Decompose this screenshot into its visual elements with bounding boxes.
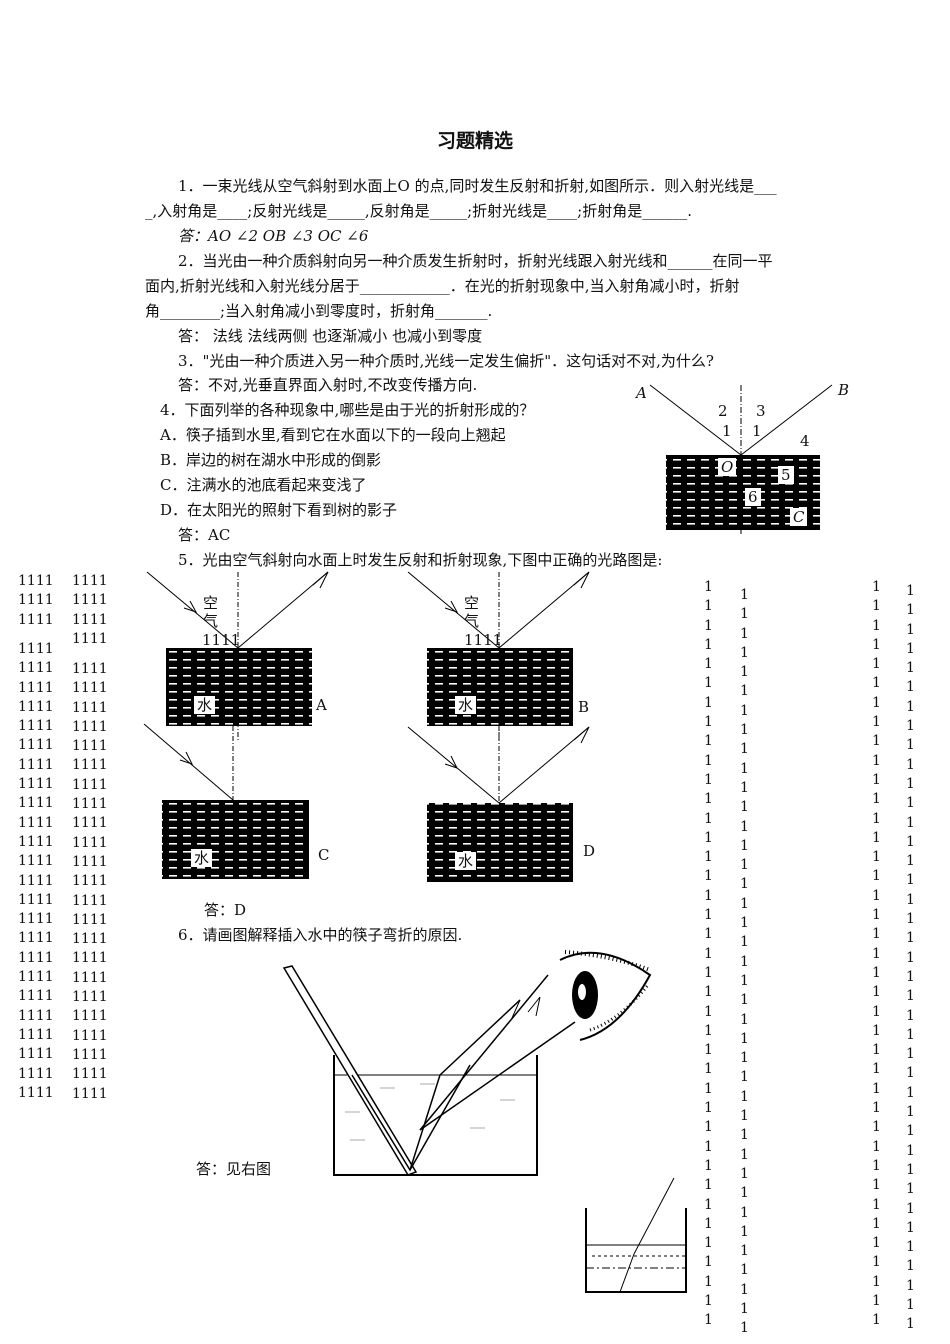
artifact-column: 1 1 1 1 1 1 1 1 1 1 1 1 1 1 1 1 1 1 1 1 … xyxy=(704,579,713,1329)
page-title: 习题精选 xyxy=(436,130,513,152)
panel-c-label: C xyxy=(318,846,330,864)
q2-line1: 2．当光由一种介质斜射向另一种介质发生折射时，折射光线跟入射光线和______在… xyxy=(178,252,773,270)
q2-line3: 角________;当入射角减小到零度时，折射角_______. xyxy=(145,302,493,320)
q1-line2: _,入射角是____;反射光线是_____,反射角是_____;折射光线是___… xyxy=(145,202,692,220)
panel-b xyxy=(407,571,590,740)
q4-option-a: A．筷子插到水里,看到它在水面以下的一段向上翘起 xyxy=(160,426,506,444)
fig1-label-o: O xyxy=(718,458,737,476)
fig1-label-a: A xyxy=(636,384,647,402)
panel-a xyxy=(146,571,329,740)
fig1-label-b: B xyxy=(838,381,850,399)
q6-answer: 答：见右图 xyxy=(196,1160,272,1178)
q4-option-b: B．岸边的树在湖水中形成的倒影 xyxy=(160,451,382,469)
q4-option-d: D．在太阳光的照射下看到树的影子 xyxy=(160,501,398,519)
q2-answer: 答： 法线 法线两侧 也逐渐减小 也减小到零度 xyxy=(178,327,483,345)
artifact-column: 1 1 1 1 1 1 1 1 1 1 1 1 1 1 1 1 1 1 1 1 … xyxy=(872,579,881,1329)
chopstick-figure xyxy=(282,965,576,1176)
fig1-label-6: 6 xyxy=(745,488,761,506)
panel-b-air-label: 空气 xyxy=(464,594,480,630)
panel-c-water-label: 水 xyxy=(191,849,213,867)
panel-a-filler: 1111 xyxy=(202,631,241,649)
q4-option-c: C．注满水的池底看起来变浅了 xyxy=(160,476,367,494)
fig1-label-3: 3 xyxy=(756,402,766,420)
fig1-label-2: 2 xyxy=(718,402,728,420)
fig1-label-5: 5 xyxy=(778,466,794,484)
q1-line1: 1．一束光线从空气斜射到水面上O 的点,同时发生反射和折射,如图所示．则入射光线… xyxy=(178,177,777,195)
panel-b-water-label: 水 xyxy=(455,696,477,714)
panel-a-air-label: 空气 xyxy=(203,594,219,630)
q5-stem: 5．光由空气斜射向水面上时发生反射和折射现象,下图中正确的光路图是: xyxy=(178,551,663,569)
q3-answer: 答：不对,光垂直界面入射时,不改变传播方向. xyxy=(178,376,478,394)
artifact-column: 1111 1111 1111 1111 1111 1111 1111 1111 … xyxy=(18,641,54,1101)
panel-b-label: B xyxy=(578,698,590,716)
small-beaker-figure xyxy=(585,1177,687,1293)
fig1-label-1a: 1 xyxy=(722,422,732,440)
artifact-column: 1111 1111 1111 1111 xyxy=(72,573,108,647)
panel-d-water-label: 水 xyxy=(455,852,477,870)
artifact-column: 1 1 1 1 1 1 1 1 1 1 1 1 1 1 1 1 1 1 1 1 … xyxy=(906,583,915,1333)
reflected-ray xyxy=(740,384,833,456)
q5-answer: 答：D xyxy=(204,901,247,919)
q4-answer: 答：AC xyxy=(178,526,231,544)
panel-a-label: A xyxy=(316,696,327,714)
panel-c xyxy=(143,723,309,879)
fig1-label-c: C xyxy=(790,508,808,526)
eye-icon xyxy=(559,950,652,1041)
panel-d-label: D xyxy=(583,842,596,860)
q3-line1: 3．"光由一种介质进入另一种介质时,光线一定发生偏折"．这句话对不对,为什么? xyxy=(178,352,714,370)
q2-line2: 面内,折射光线和入射光线分居于____________．在光的折射现象中,当入射… xyxy=(145,277,740,295)
q4-stem: 4．下面列举的各种现象中,哪些是由于光的折射形成的？ xyxy=(160,401,535,419)
incident-ray xyxy=(649,384,742,456)
artifact-column: 1111 1111 1111 1111 1111 1111 1111 1111 … xyxy=(72,661,108,1102)
panel-a-water-label: 水 xyxy=(194,696,216,714)
panel-b-filler: 1111 xyxy=(464,631,503,649)
q1-answer: 答：AO ∠2 OB ∠3 OC ∠6 xyxy=(178,227,369,245)
q6-stem: 6．请画图解释插入水中的筷子弯折的原因. xyxy=(178,926,463,944)
artifact-column: 1 1 1 1 1 1 1 1 1 1 1 1 1 1 1 1 1 1 1 1 … xyxy=(740,587,749,1337)
artifact-column: 1111 1111 1111 xyxy=(18,573,54,628)
fig1-label-1b: 1 xyxy=(752,422,762,440)
panel-d xyxy=(407,726,590,882)
fig1-label-4: 4 xyxy=(800,432,810,450)
